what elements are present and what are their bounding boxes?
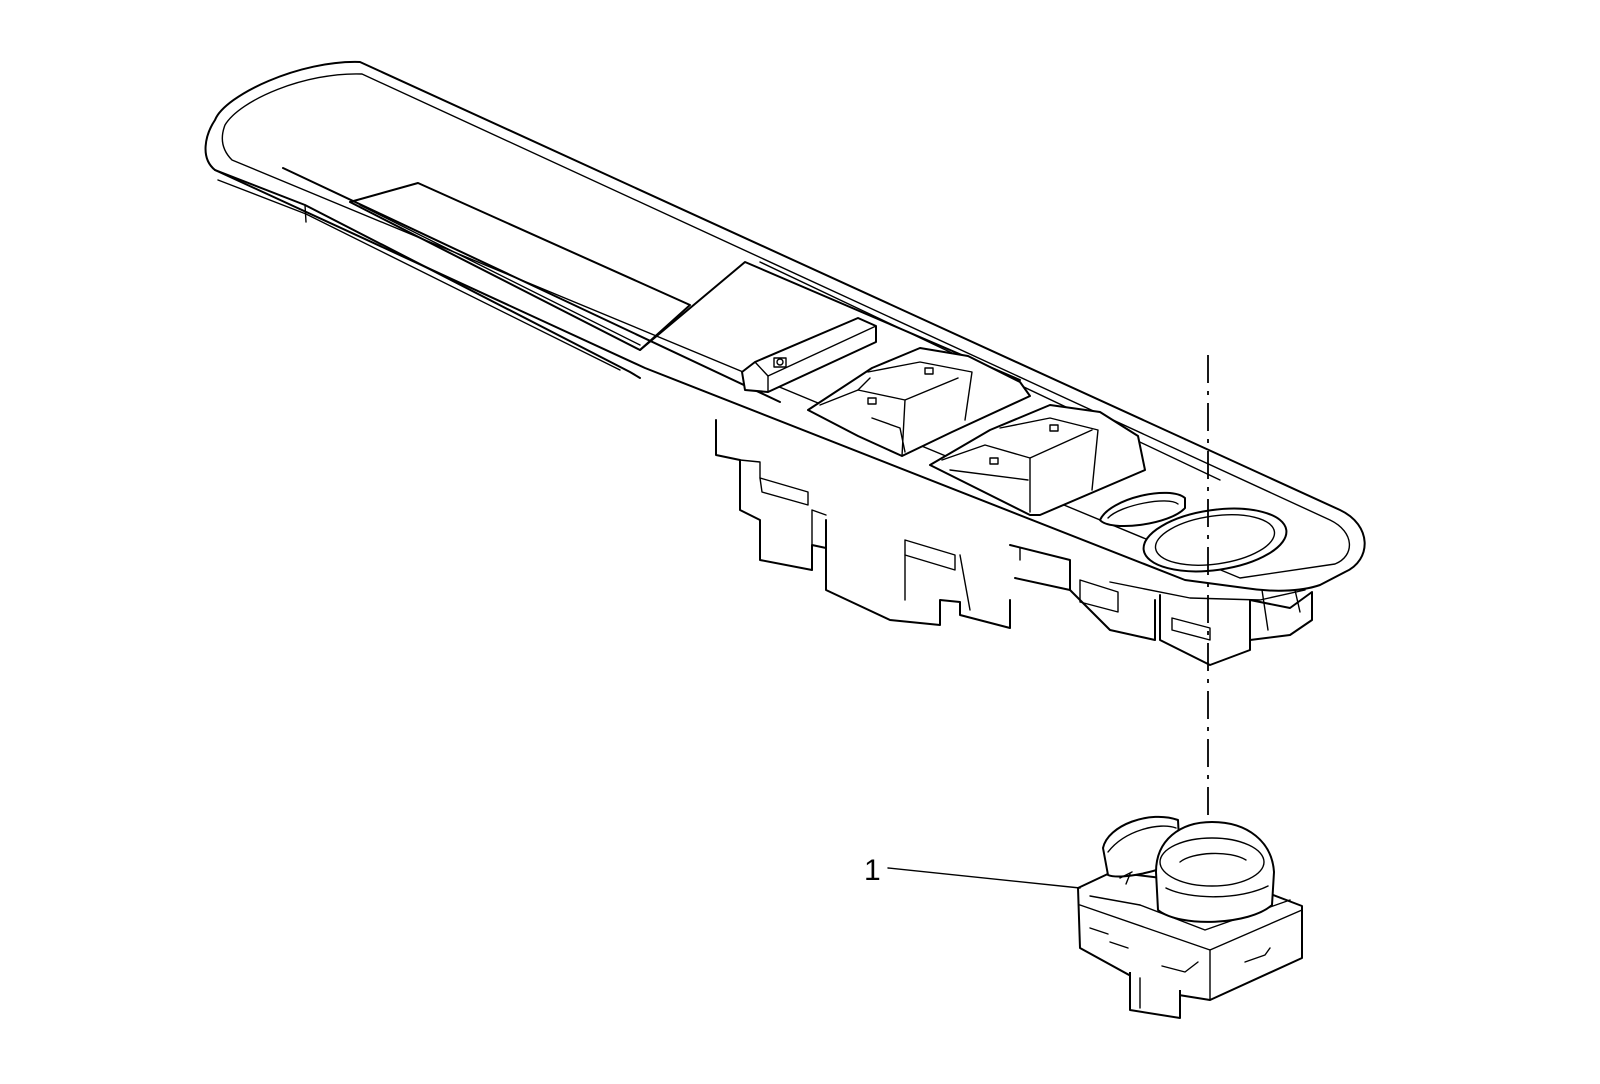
mirror-switch-opening [1099,491,1313,666]
front-window-switches [807,347,1031,457]
outside-mirror-switch [1077,815,1303,1019]
callout-number: 1 [864,854,881,887]
switch-housing-underside [715,419,1156,641]
rear-window-switches [929,404,1146,516]
door-lock-switch [741,317,877,393]
callout-1: 1 [864,854,1081,889]
callout-leader-line [887,867,1081,889]
